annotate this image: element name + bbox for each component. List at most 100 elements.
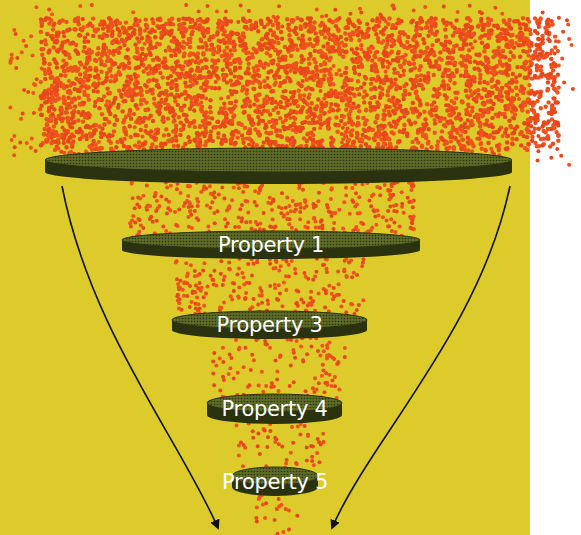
particle [355, 46, 359, 50]
particle [359, 43, 363, 47]
particle [527, 27, 531, 31]
particle [93, 58, 97, 62]
particle [295, 48, 299, 52]
particle [432, 73, 436, 77]
particle [347, 116, 351, 120]
particle [381, 117, 385, 121]
particle [483, 33, 487, 37]
particle [179, 108, 183, 112]
particle [411, 140, 415, 144]
particle [269, 89, 273, 93]
particle [192, 73, 196, 77]
particle [556, 85, 560, 89]
particle [174, 60, 178, 64]
particle [174, 134, 178, 138]
particle [216, 120, 220, 124]
particle [45, 32, 49, 36]
particle [384, 104, 388, 108]
particle [426, 71, 430, 75]
particle [485, 43, 489, 47]
particle [539, 64, 543, 68]
particle [429, 145, 433, 149]
particle [375, 16, 379, 20]
particle [225, 45, 229, 49]
particle [479, 96, 483, 100]
particle [537, 25, 541, 29]
particle [78, 72, 82, 76]
particle [94, 68, 98, 72]
particle [310, 101, 314, 105]
particle [178, 133, 182, 137]
particle [228, 48, 232, 52]
particle [391, 96, 395, 100]
particle [127, 61, 131, 65]
particle [387, 16, 391, 20]
particle [352, 24, 356, 28]
particle [184, 113, 188, 117]
particle [107, 16, 111, 20]
particle [192, 108, 196, 112]
particle [307, 29, 311, 33]
particle [510, 142, 514, 146]
particle [129, 135, 133, 139]
particle [355, 87, 359, 91]
particle [139, 102, 143, 106]
particle [56, 133, 60, 137]
particle [140, 47, 144, 51]
particle [156, 17, 160, 21]
particle [450, 56, 454, 60]
particle [61, 30, 65, 34]
particle [39, 113, 43, 117]
particle [436, 140, 440, 144]
particle [52, 124, 56, 128]
particle [96, 46, 100, 50]
particle [269, 131, 273, 135]
particle [339, 119, 343, 123]
particle [54, 121, 58, 125]
particle [526, 110, 530, 114]
particle [96, 89, 100, 93]
particle [376, 142, 380, 146]
particle [394, 107, 398, 111]
particle [107, 138, 111, 142]
particle [427, 127, 431, 131]
particle [73, 27, 77, 31]
particle [314, 31, 318, 35]
particle [149, 114, 153, 118]
particle [152, 136, 156, 140]
particle [72, 120, 76, 124]
particle [329, 106, 333, 110]
particle [43, 100, 47, 104]
particle [519, 104, 523, 108]
particle [173, 53, 177, 57]
particle [189, 20, 193, 24]
particle [357, 109, 361, 113]
particle [322, 60, 326, 64]
particle [508, 58, 512, 62]
particle [256, 29, 260, 33]
particle [222, 102, 226, 106]
particle [247, 62, 251, 66]
particle [198, 125, 202, 129]
particle [61, 83, 65, 87]
particle [393, 111, 397, 115]
particle [256, 93, 260, 97]
particle [91, 34, 95, 38]
particle [102, 122, 106, 126]
particle [362, 100, 366, 104]
particle [445, 108, 449, 112]
particle [296, 81, 300, 85]
particle [402, 69, 406, 73]
particle [360, 31, 364, 35]
particle [193, 125, 197, 129]
particle [358, 20, 362, 24]
particle [173, 99, 177, 103]
particle [266, 70, 270, 74]
particle [425, 102, 429, 106]
particle [92, 89, 96, 93]
particle [93, 100, 97, 104]
particle [441, 18, 445, 22]
particle [515, 65, 519, 69]
particle [360, 137, 364, 141]
particle [343, 31, 347, 35]
